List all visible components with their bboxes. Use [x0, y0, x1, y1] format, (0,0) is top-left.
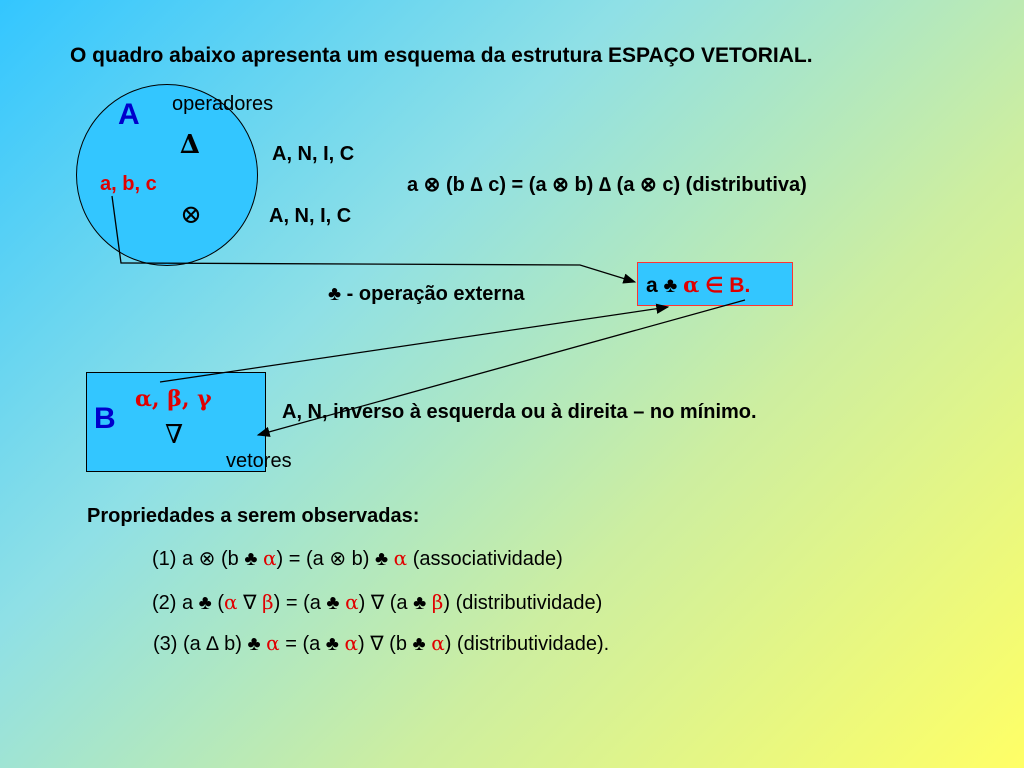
property-3-part: (3) (a ∆ b) ♣ — [153, 633, 267, 655]
property-1-part: (1) a ⊗ (b ♣ — [152, 548, 264, 570]
property-3-part: = (a ♣ — [279, 633, 345, 655]
property-1-part: ) = (a ⊗ b) ♣ — [276, 548, 394, 570]
property-2-greek: α — [224, 590, 238, 614]
property-3-greek: α — [344, 631, 359, 655]
set-a-circle — [76, 84, 258, 266]
result-expression: a ♣ α ∈ B. — [646, 272, 750, 298]
delta-operator-symbol: ∆ — [180, 130, 200, 160]
arrow-b-elements-to-result — [159, 303, 670, 383]
property-2: (2) a ♣ (α ∇ β) = (a ♣ α) ∇ (a ♣ β) (dis… — [152, 590, 602, 615]
set-b-label: B — [94, 402, 116, 435]
arrow-elements-to-result — [111, 195, 637, 284]
property-2-part: ) (distributividade) — [443, 592, 603, 614]
nabla-operator-symbol: ∇ — [165, 420, 184, 450]
property-3: (3) (a ∆ b) ♣ α = (a ♣ α) ∇ (b ♣ α) (dis… — [153, 631, 609, 656]
property-2-part: ) = (a ♣ — [273, 592, 346, 614]
result-box — [637, 262, 793, 306]
set-a-label: A — [118, 98, 140, 131]
properties-heading: Propriedades a serem observadas: — [87, 505, 420, 527]
result-lead: a ♣ — [646, 274, 684, 297]
property-1-greek: α — [393, 546, 408, 570]
result-rest: ∈ B. — [699, 274, 751, 297]
property-1-part: (associatividade) — [407, 548, 563, 570]
property-2-part: ∇ — [237, 592, 263, 614]
vectors-label: vetores — [226, 450, 292, 472]
arrow-result-to-b — [256, 299, 746, 437]
property-1: (1) a ⊗ (b ♣ α) = (a ⊗ b) ♣ α (associati… — [152, 546, 563, 571]
property-2-greek: β — [262, 590, 274, 614]
otimes-operator-symbol: ⊗ — [180, 200, 202, 230]
set-b-box — [86, 372, 266, 472]
property-3-part: ) (distributividade). — [444, 633, 610, 655]
property-2-part: ) ∇ (a ♣ — [358, 592, 432, 614]
property-2-greek: β — [431, 590, 444, 614]
set-a-elements: a, b, c — [100, 173, 157, 195]
page-title: O quadro abaixo apresenta um esquema da … — [70, 44, 813, 67]
delta-properties: A, N, I, C — [272, 143, 355, 165]
otimes-properties: A, N, I, C — [269, 205, 352, 227]
set-b-properties: A, N, inverso à esquerda ou à direita – … — [282, 401, 757, 423]
property-3-part: ) ∇ (b ♣ — [358, 633, 432, 655]
external-operation-label: ♣ - operação externa — [328, 283, 525, 305]
result-alpha: α — [683, 272, 700, 297]
property-3-greek: α — [431, 631, 445, 655]
property-1-greek: α — [263, 546, 277, 570]
property-2-part: (2) a ♣ ( — [152, 592, 225, 614]
property-3-greek: α — [266, 631, 280, 655]
distributive-law: a ⊗ (b ∆ c) = (a ⊗ b) ∆ (a ⊗ c) (distrib… — [407, 174, 807, 196]
property-2-greek: α — [345, 590, 359, 614]
set-b-elements: α, β, γ — [135, 386, 212, 412]
operators-label: operadores — [172, 93, 274, 115]
